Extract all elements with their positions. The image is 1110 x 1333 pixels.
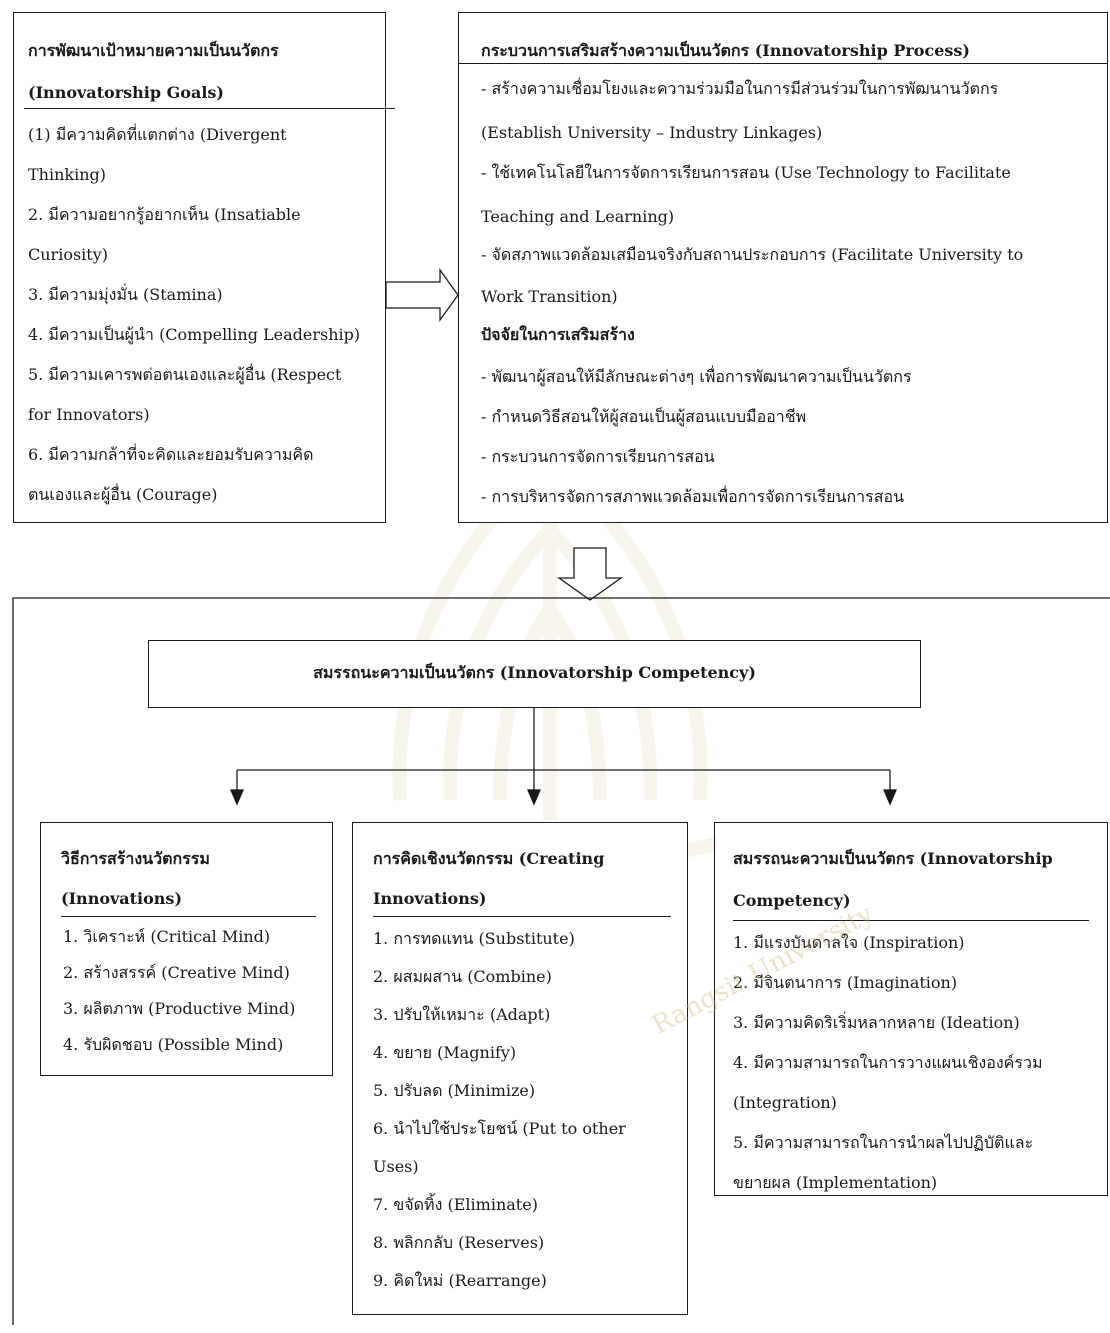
innovation-item: 1. วิเคราะห์ (Critical Mind) <box>63 927 271 946</box>
creating-divider <box>373 916 671 917</box>
competency-item: 2. มีจินตนาการ (Imagination) <box>733 973 958 992</box>
factors-title: ปัจจัยในการเสริมสร้าง <box>481 325 635 344</box>
arrowhead-center <box>527 789 541 806</box>
competency-box: สมรรถนะความเป็นนวัตกร (Innovatorship Com… <box>714 822 1108 1196</box>
goal-item: 5. มีความเคารพต่อตนเองและผู้อื่น (Respec… <box>28 365 342 384</box>
creating-item: 4. ขยาย (Magnify) <box>373 1043 517 1062</box>
competency-header-box: สมรรถนะความเป็นนวัตกร (Innovatorship Com… <box>148 640 921 708</box>
creating-subtitle: Innovations) <box>373 889 487 908</box>
process-item: - สร้างความเชื่อมโยงและความร่วมมือในการม… <box>481 79 999 98</box>
process-item: - ใช้เทคโนโลยีในการจัดการเรียนการสอน (Us… <box>481 163 1011 182</box>
process-item: Teaching and Learning) <box>481 207 675 226</box>
innovation-item: 2. สร้างสรรค์ (Creative Mind) <box>63 963 290 982</box>
competency-item: (Integration) <box>733 1093 837 1112</box>
right-arrow-icon <box>385 267 459 323</box>
goal-item: Thinking) <box>28 165 106 184</box>
goal-item: for Innovators) <box>28 405 150 424</box>
process-item: Work Transition) <box>481 287 618 306</box>
innovations-subtitle: (Innovations) <box>61 889 183 908</box>
innovations-title: วิธีการสร้างนวัตกรรม <box>61 849 210 868</box>
creating-title: การคิดเชิงนวัตกรรม (Creating <box>373 849 605 868</box>
competency-item: 5. มีความสามารถในการนำผลไปปฏิบัติและ <box>733 1133 1034 1152</box>
innovations-box: วิธีการสร้างนวัตกรรม (Innovations) 1. วิ… <box>40 822 333 1076</box>
goal-item: ตนเองและผู้อื่น (Courage) <box>28 485 218 504</box>
goal-item: 3. มีความมุ่งมั่น (Stamina) <box>28 285 223 304</box>
factor-item: - การบริหารจัดการสภาพแวดล้อมเพื่อการจัดก… <box>481 487 905 506</box>
goals-box: การพัฒนาเป้าหมายความเป็นนวัตกร (Innovato… <box>13 12 395 523</box>
goal-item: 2. มีความอยากรู้อยากเห็น (Insatiable <box>28 205 301 224</box>
factor-item: - กำหนดวิธีสอนให้ผู้สอนเป็นผู้สอนแบบมืออ… <box>481 407 807 426</box>
arrowhead-left <box>230 789 244 806</box>
competency-item: 3. มีความคิดริเริ่มหลากหลาย (Ideation) <box>733 1013 1020 1032</box>
goals-divider <box>24 108 395 109</box>
goal-item: 4. มีความเป็นผู้นำ (Compelling Leadershi… <box>28 325 361 344</box>
creating-item: 9. คิดใหม่ (Rearrange) <box>373 1271 547 1290</box>
competency-item: 4. มีความสามารถในการวางแผนเชิงองค์รวม <box>733 1053 1043 1072</box>
arrowhead-right <box>883 789 897 806</box>
process-box: กระบวนการเสริมสร้างความเป็นนวัตกร (Innov… <box>458 12 1108 523</box>
creating-item: 6. นำไปใช้ประโยชน์ (Put to other <box>373 1119 626 1138</box>
goals-subtitle: (Innovatorship Goals) <box>28 83 224 102</box>
competency-title: สมรรถนะความเป็นนวัตกร (Innovatorship <box>733 849 1053 868</box>
creating-box: การคิดเชิงนวัตกรรม (Creating Innovations… <box>352 822 688 1315</box>
creating-item: Uses) <box>373 1157 419 1176</box>
competency-item: ขยายผล (Implementation) <box>733 1173 938 1192</box>
goal-item: 6. มีความกล้าที่จะคิดและยอมรับความคิด <box>28 445 314 464</box>
competency-subtitle: Competency) <box>733 891 851 910</box>
outer-container-frame <box>12 597 1110 1325</box>
innovation-item: 4. รับผิดชอบ (Possible Mind) <box>63 1035 284 1054</box>
process-item: - จัดสภาพแวดล้อมเสมือนจริงกับสถานประกอบก… <box>481 245 1024 264</box>
creating-item: 8. พลิกกลับ (Reserves) <box>373 1233 545 1252</box>
competency-divider <box>733 920 1089 921</box>
creating-item: 7. ขจัดทิ้ง (Eliminate) <box>373 1195 538 1214</box>
goal-item: Curiosity) <box>28 245 108 264</box>
competency-header-title: สมรรถนะความเป็นนวัตกร (Innovatorship Com… <box>313 663 756 682</box>
creating-item: 2. ผสมผสาน (Combine) <box>373 967 552 986</box>
creating-item: 3. ปรับให้เหมาะ (Adapt) <box>373 1005 551 1024</box>
creating-item: 5. ปรับลด (Minimize) <box>373 1081 536 1100</box>
creating-item: 1. การทดแทน (Substitute) <box>373 929 575 948</box>
innovations-divider <box>61 916 316 917</box>
process-item: (Establish University – Industry Linkage… <box>481 123 823 142</box>
goal-item: (1) มีความคิดที่แตกต่าง (Divergent <box>28 125 287 144</box>
factor-item: - กระบวนการจัดการเรียนการสอน <box>481 447 715 466</box>
down-arrow-icon <box>556 547 624 601</box>
process-title: กระบวนการเสริมสร้างความเป็นนวัตกร (Innov… <box>481 41 970 60</box>
innovation-item: 3. ผลิตภาพ (Productive Mind) <box>63 999 296 1018</box>
factor-item: - พัฒนาผู้สอนให้มีลักษณะต่างๆ เพื่อการพั… <box>481 367 912 386</box>
process-divider <box>459 63 1107 64</box>
goals-title: การพัฒนาเป้าหมายความเป็นนวัตกร <box>28 41 279 60</box>
competency-item: 1. มีแรงบันดาลใจ (Inspiration) <box>733 933 965 952</box>
